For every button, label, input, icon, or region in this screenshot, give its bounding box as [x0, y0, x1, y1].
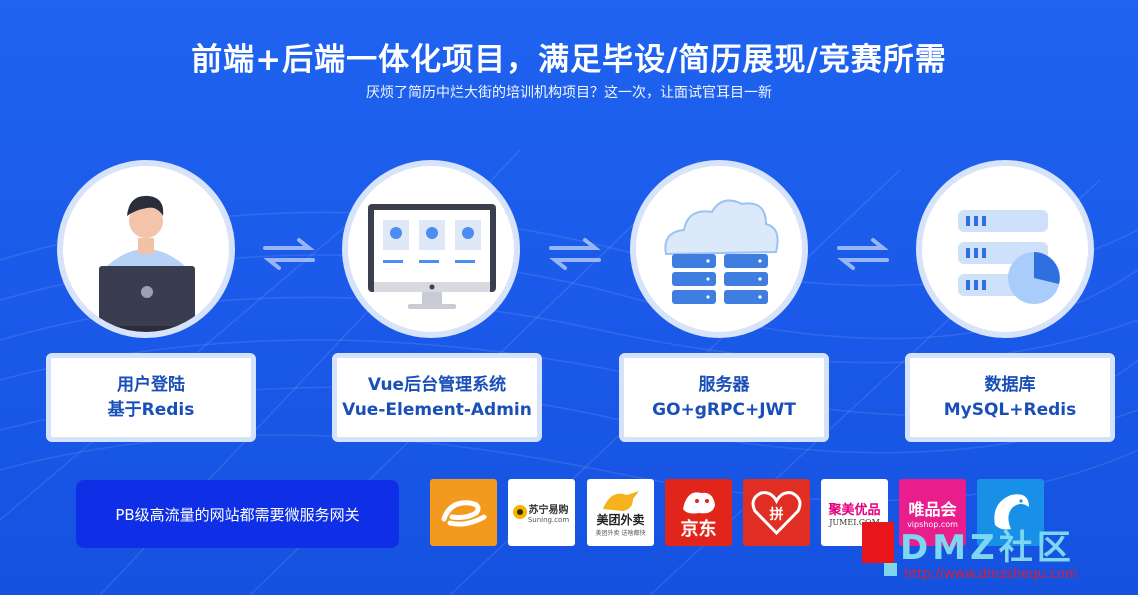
person-laptop-icon — [93, 195, 201, 332]
card-subtitle: GO+gRPC+JWT — [652, 399, 796, 420]
watermark-cyan-block — [884, 563, 897, 576]
card-user-login: 用户登陆 基于Redis — [46, 353, 256, 442]
watermark-url: http://www.dmzshequ.com — [904, 567, 1078, 582]
jd-dog-icon — [683, 492, 715, 514]
card-subtitle: MySQL+Redis — [943, 399, 1077, 420]
watermark-red-block — [862, 522, 894, 563]
card-title: 用户登陆 — [117, 374, 185, 395]
pdd-mark: 拼 — [770, 506, 784, 523]
user-login-illustration — [57, 160, 235, 338]
heart-icon: 拼 — [751, 491, 802, 536]
suning-logo: 苏宁易购 Suning.com — [508, 479, 575, 546]
card-title: 数据库 — [984, 374, 1036, 395]
meituan-name: 美团外卖 — [596, 512, 645, 527]
jd-logo: 京东 — [665, 479, 732, 546]
card-subtitle: Vue-Element-Admin — [342, 399, 532, 420]
card-title: 服务器 — [698, 374, 750, 395]
meituan-logo: 美团外卖 美团外卖 送啥都快 — [587, 479, 654, 546]
gateway-banner: PB级高流量的网站都需要微服务网关 — [76, 480, 399, 548]
card-database: 数据库 MySQL+Redis — [905, 353, 1115, 442]
database-illustration — [916, 160, 1094, 338]
jumei-sub: JUMEI.COM — [829, 517, 880, 527]
card-title: Vue后台管理系统 — [367, 374, 507, 395]
jumei-logo: 聚美优品 JUMEI.COM — [821, 479, 888, 546]
kangaroo-icon — [603, 491, 639, 511]
exchange-arrows-icon — [263, 238, 315, 270]
card-admin-system: Vue后台管理系统 Vue-Element-Admin — [332, 353, 542, 442]
vip-name: 唯品会 — [908, 500, 957, 519]
vip-sub: vipshop.com — [907, 520, 958, 529]
jumei-name: 聚美优品 — [828, 502, 881, 518]
watermark-text: DMZ社区 — [900, 528, 1075, 568]
pinduoduo-logo: 拼 — [743, 479, 810, 546]
page-title: 前端+后端一体化项目，满足毕设/简历展现/竞赛所需 — [191, 42, 947, 78]
suning-sub: Suning.com — [527, 516, 570, 524]
suning-name: 苏宁易购 — [528, 505, 569, 516]
cloud-server-icon — [664, 199, 779, 304]
page-subtitle: 厌烦了简历中烂大街的培训机构项目？这一次，让面试官耳目一新 — [366, 85, 772, 101]
alibaba-logo — [430, 479, 497, 546]
alibaba-mark-icon — [441, 500, 487, 527]
card-server: 服务器 GO+gRPC+JWT — [619, 353, 829, 442]
meituan-sub: 美团外卖 送啥都快 — [595, 529, 646, 537]
card-subtitle: 基于Redis — [107, 399, 195, 420]
dolphin-icon — [994, 494, 1029, 530]
vipshop-logo: 唯品会 vipshop.com — [899, 479, 966, 546]
jd-name: 京东 — [680, 518, 717, 540]
admin-panel-illustration — [342, 160, 520, 338]
suning-lion-icon — [513, 505, 527, 519]
database-chart-icon — [958, 210, 1060, 304]
monitor-icon — [368, 204, 496, 309]
server-illustration — [630, 160, 808, 338]
dolphin-logo — [977, 479, 1044, 546]
exchange-arrows-icon — [549, 238, 601, 270]
exchange-arrows-icon — [837, 238, 889, 270]
